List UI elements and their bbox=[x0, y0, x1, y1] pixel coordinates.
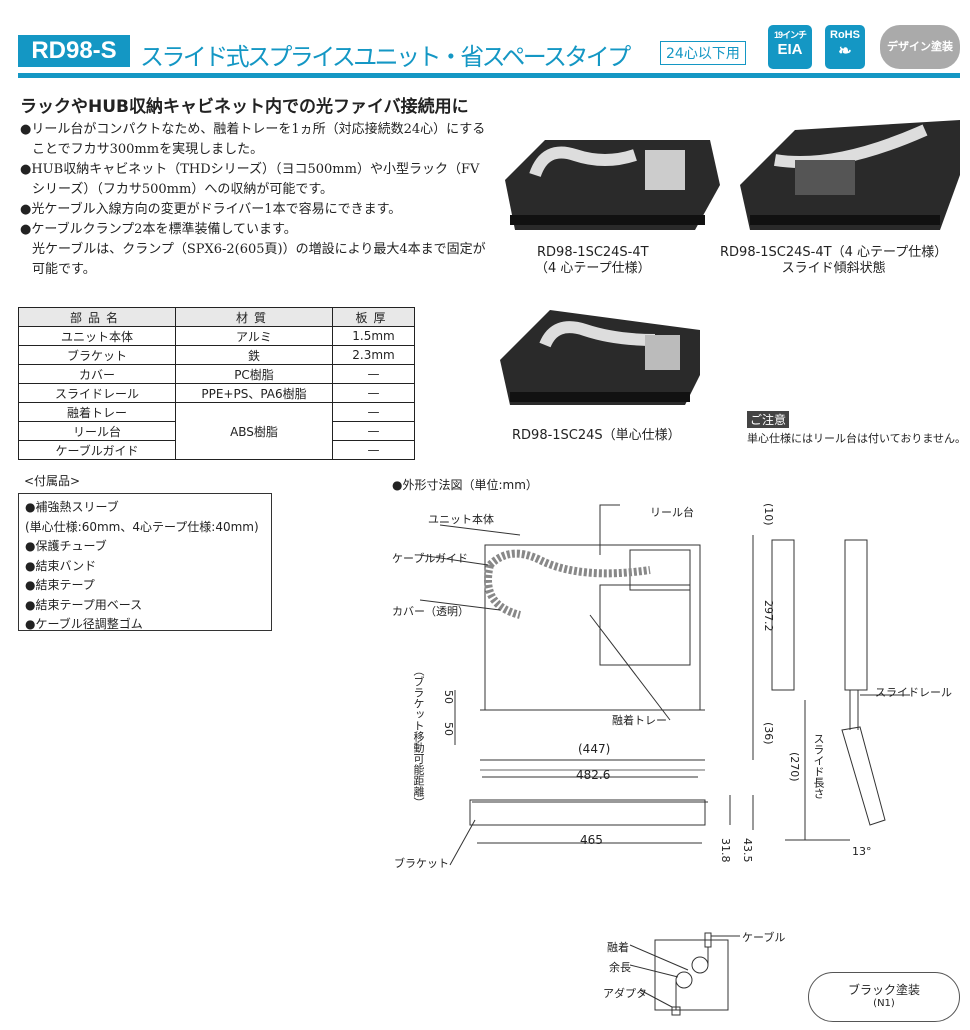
drawing-title: ●外形寸法図（単位:mm） bbox=[392, 478, 538, 492]
header-rule bbox=[18, 73, 960, 78]
subheading: ラックやHUB収納キャビネット内での光ファイバ接続用に bbox=[20, 97, 469, 117]
label-cable-guide: ケーブルガイド bbox=[392, 552, 469, 565]
dim-297: 297.2 bbox=[762, 600, 775, 632]
product-photo-single bbox=[500, 310, 700, 405]
feature-list: ●リール台がコンパクトなため、融着トレーを1ヵ所（対応接続数24心）にすることで… bbox=[20, 120, 490, 280]
photo-caption: RD98-1SC24S-4T（4 心テープ仕様） bbox=[535, 245, 651, 276]
feature-item: ●光ケーブル入線方向の変更がドライバー1本で容易にできます。 bbox=[20, 202, 402, 217]
product-photo-4t bbox=[505, 140, 720, 230]
label-slide-length: スライド長さ bbox=[812, 733, 825, 799]
dimension-drawing bbox=[419, 504, 910, 866]
label-bracket-travel: （ブラケット移動可能距離） bbox=[412, 665, 425, 808]
table-row: ケーブルガイド— bbox=[18, 440, 415, 460]
accessories-box: ●補強熱スリーブ(単心仕様:60mm、4心テープ仕様:40mm)●保護チューブ●… bbox=[18, 493, 272, 631]
capacity-tag: 24心以下用 bbox=[660, 41, 746, 65]
finish-code: (N1) bbox=[873, 998, 895, 1009]
accessories-title: <付属品> bbox=[24, 474, 81, 488]
splice-schematic bbox=[629, 932, 740, 1016]
feature-item: 光ケーブルは、クランプ（SPX6-2(605頁)）の増設により最大4本まで固定が… bbox=[32, 242, 486, 277]
dim-43-5: 43.5 bbox=[741, 838, 754, 863]
notice-title: ご注意 bbox=[747, 411, 790, 428]
page-title: スライド式スプライスユニット・省スペースタイプ bbox=[140, 43, 631, 71]
feature-item: ●HUB収納キャビネット（THDシリーズ）（ヨコ500mm）や小型ラック（FVシ… bbox=[20, 162, 480, 197]
feature-item: ●リール台がコンパクトなため、融着トレーを1ヵ所（対応接続数24心）にすることで… bbox=[20, 122, 486, 157]
model-badge: RD98-S bbox=[18, 35, 130, 67]
finish-badge: ブラック塗装(N1) bbox=[808, 972, 960, 1022]
photo-caption: RD98-1SC24S（単心仕様） bbox=[512, 428, 681, 443]
notice-text: 単心仕様にはリール台は付いておりません。 bbox=[747, 432, 967, 445]
dim-31-8: 31.8 bbox=[719, 838, 732, 863]
dim-50a: 50 bbox=[442, 690, 455, 704]
dim-50b: 50 bbox=[442, 722, 455, 736]
schematic-cable: ケーブル bbox=[742, 931, 786, 944]
feature-item: ●ケーブルクランプ2本を標準装備しています。 bbox=[20, 222, 297, 237]
finish-name: ブラック塗装 bbox=[847, 983, 920, 997]
label-cover: カバー（透明） bbox=[392, 605, 469, 618]
photo-caption: RD98-1SC24S-4T（4 心テープ仕様）スライド傾斜状態 bbox=[720, 245, 948, 276]
design-paint-badge: デザイン塗装 bbox=[880, 25, 960, 69]
label-reel: リール台 bbox=[650, 506, 694, 519]
label-bracket: ブラケット bbox=[394, 857, 449, 870]
dim-465: 465 bbox=[580, 833, 603, 847]
schematic-slack: 余長 bbox=[609, 961, 631, 974]
dim-482: 482.6 bbox=[576, 768, 611, 782]
dim-270: (270) bbox=[788, 752, 801, 782]
leaf-icon: ❧ bbox=[838, 43, 852, 60]
label-unit-body: ユニット本体 bbox=[428, 513, 494, 526]
dim-447: (447) bbox=[578, 742, 611, 756]
schematic-adapter: アダプタ bbox=[603, 987, 647, 1000]
schematic-fusion: 融着 bbox=[607, 941, 629, 954]
rohs-badge: RoHS❧ bbox=[825, 25, 865, 69]
dim-angle: 13° bbox=[852, 845, 872, 858]
label-slide-rail: スライドレール bbox=[875, 686, 952, 699]
dim-10: (10) bbox=[762, 503, 775, 526]
product-photo-tilt bbox=[740, 120, 960, 230]
dim-36: (36) bbox=[762, 722, 775, 745]
label-tray: 融着トレー bbox=[612, 714, 667, 727]
